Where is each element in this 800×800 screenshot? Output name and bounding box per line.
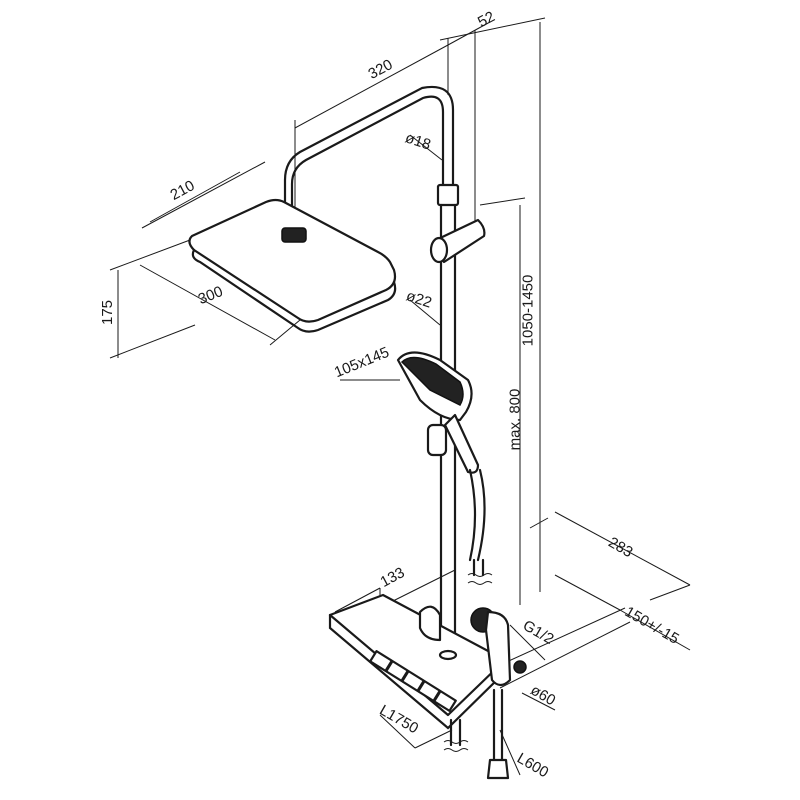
bidet-spray [470, 607, 527, 780]
pipe-breaks [443, 558, 493, 752]
dimension-lines [109, 17, 691, 776]
dim-total-height: 1050-1450 [519, 274, 537, 347]
hand-shower [396, 351, 486, 562]
shelf-buttons [369, 650, 457, 712]
dim-max-slide: max. 800 [506, 388, 524, 451]
dim-head-height: 175 [99, 299, 117, 326]
shower-arm [283, 85, 460, 234]
overhead-showerhead [188, 198, 397, 333]
